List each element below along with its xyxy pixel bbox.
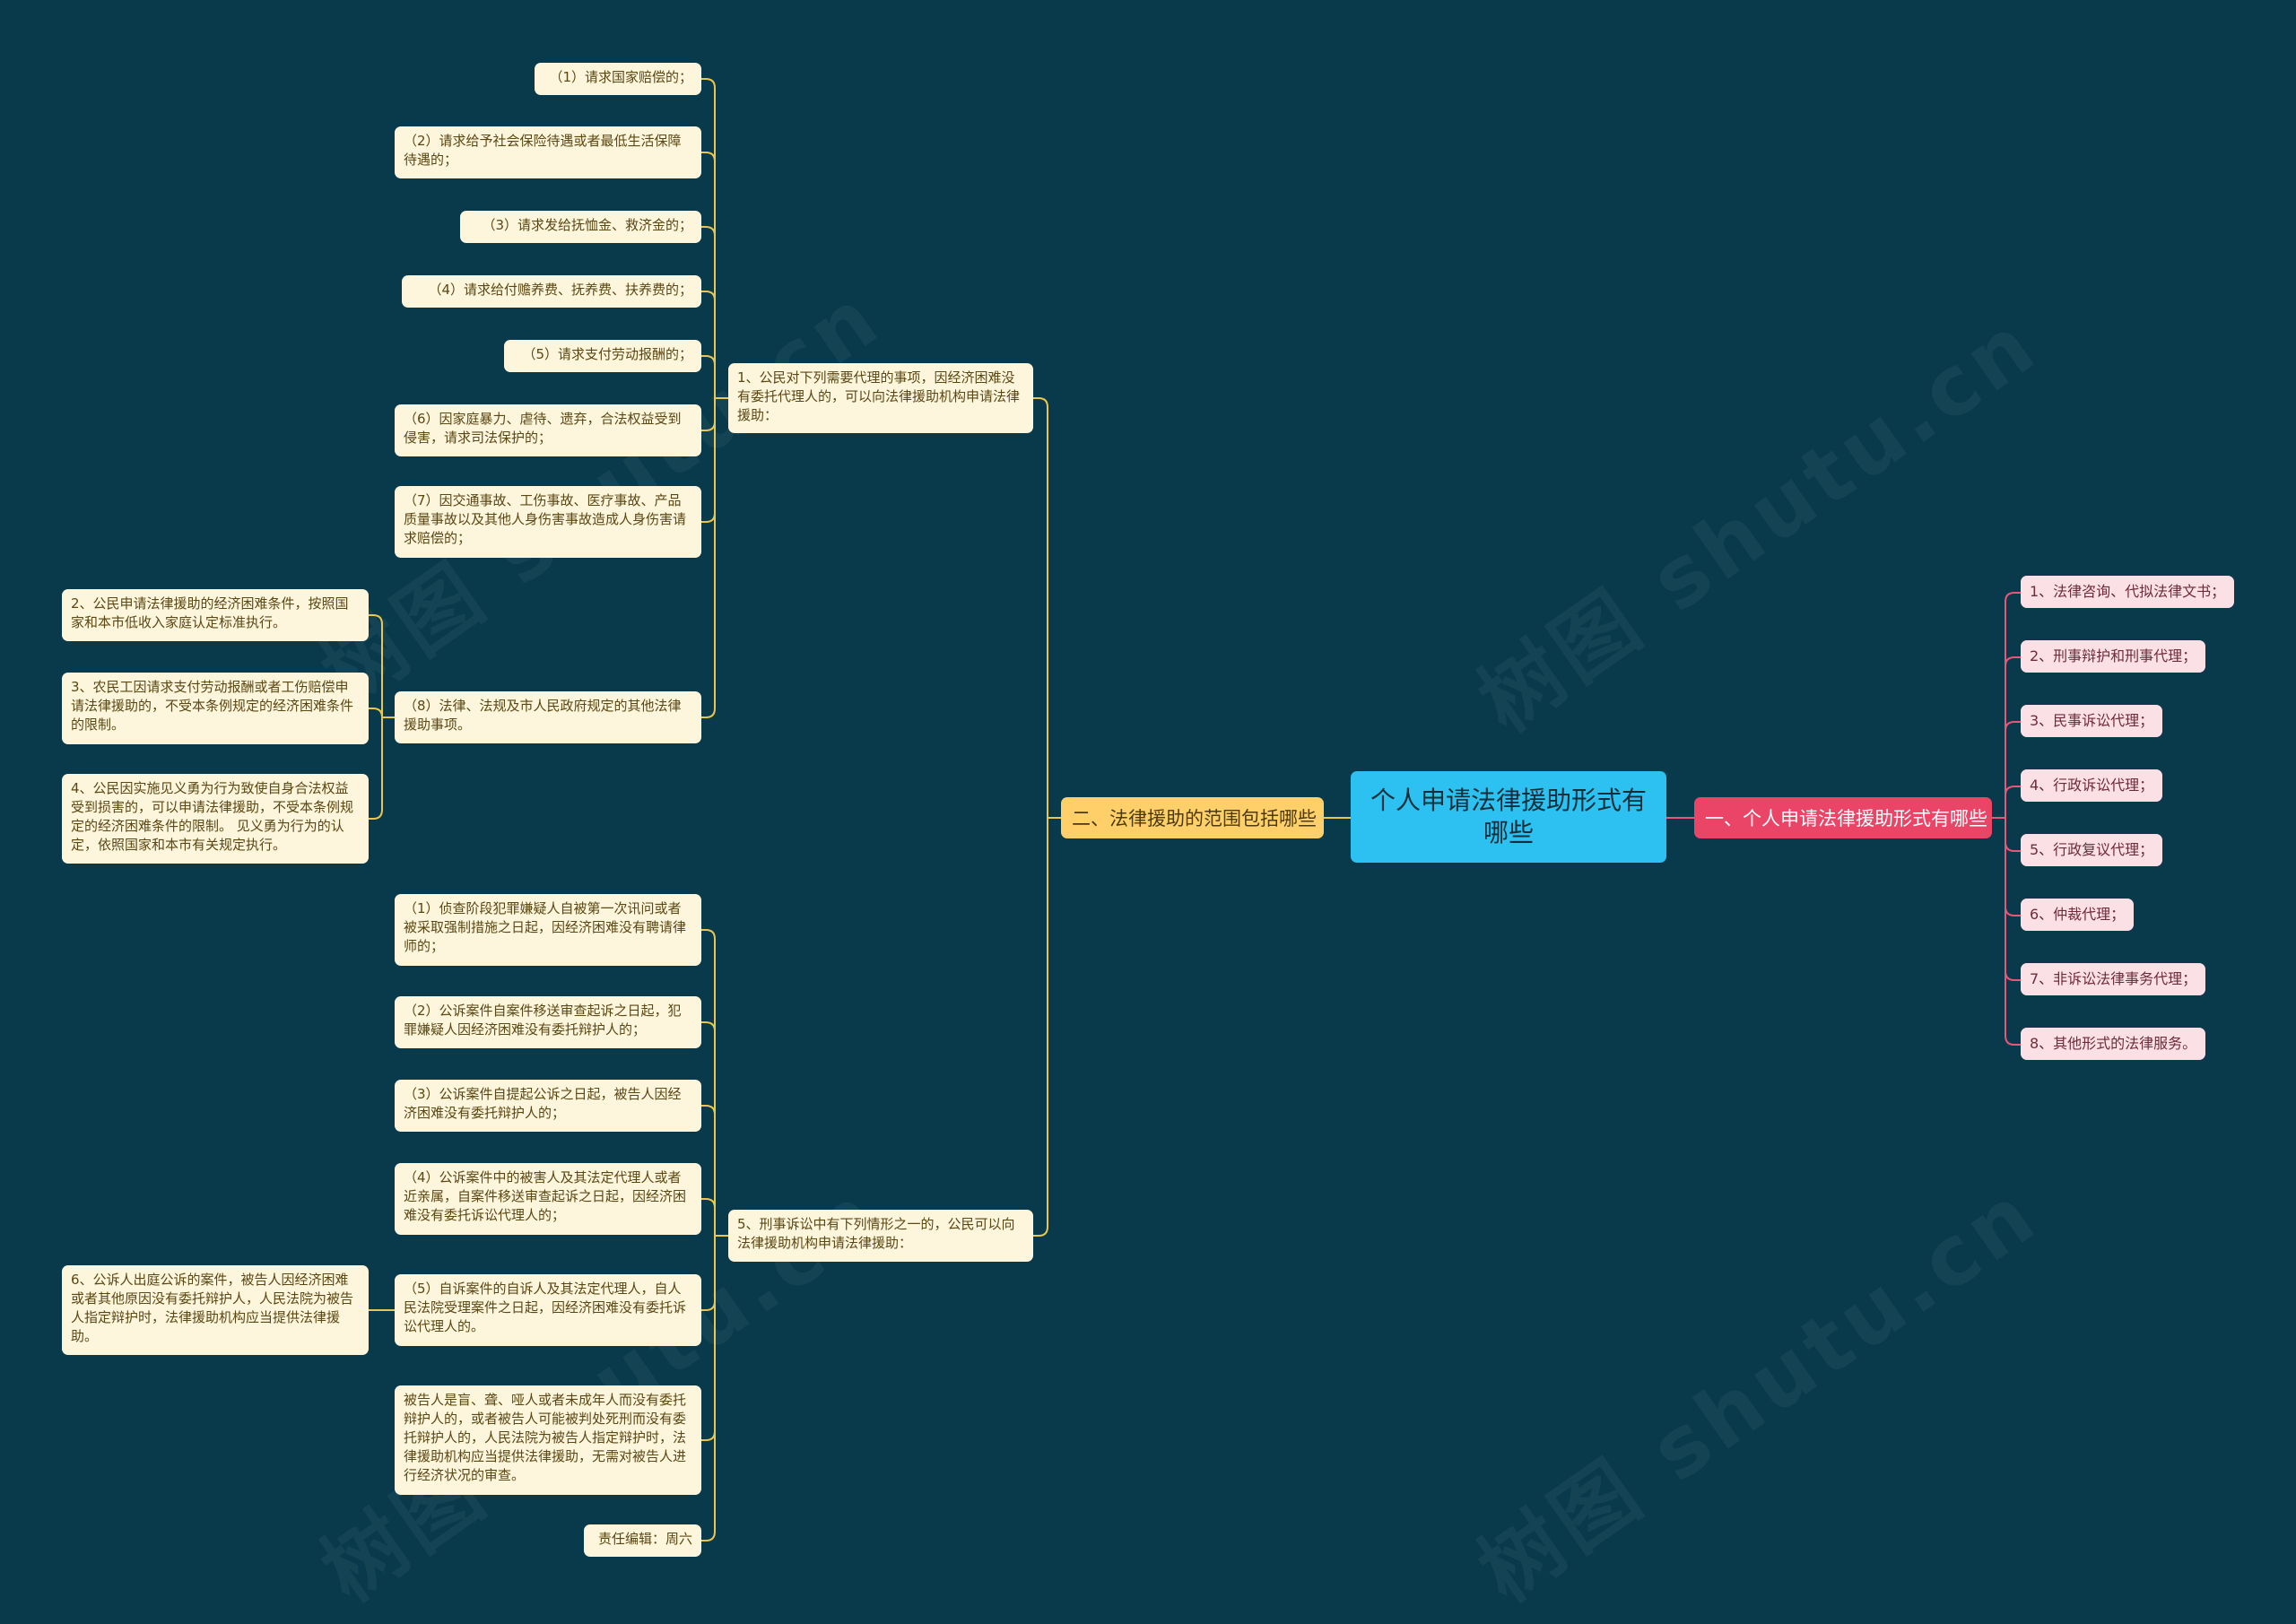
clause-1-item[interactable]: （3）请求发给抚恤金、救济金的； xyxy=(460,211,701,243)
left-branch-topic[interactable]: 二、法律援助的范围包括哪些 xyxy=(1061,797,1324,838)
clause-5-item-5[interactable]: （5）自诉案件的自诉人及其法定代理人，自人民法院受理案件之日起，因经济困难没有委… xyxy=(395,1274,701,1346)
right-branch-item[interactable]: 8、其他形式的法律服务。 xyxy=(2021,1028,2206,1060)
right-branch-item[interactable]: 3、民事诉讼代理； xyxy=(2021,705,2163,737)
connector-line xyxy=(701,78,716,398)
right-branch-item[interactable]: 1、法律咨询、代拟法律文书； xyxy=(2021,576,2235,608)
clause-1-item[interactable]: （1）请求国家赔偿的； xyxy=(535,63,701,95)
central-topic[interactable]: 个人申请法律援助形式有哪些 xyxy=(1351,771,1666,863)
connector-line xyxy=(369,717,383,820)
connector-line xyxy=(2005,786,2021,818)
clause-sub-item[interactable]: 6、公诉人出庭公诉的案件，被告人因经济困难或者其他原因没有委托辩护人，人民法院为… xyxy=(62,1265,369,1355)
connector-line xyxy=(701,398,716,718)
clause-1-node[interactable]: 1、公民对下列需要代理的事项，因经济困难没有委托代理人的，可以向法律援助机构申请… xyxy=(728,363,1033,433)
clause-5-item[interactable]: （3）公诉案件自提起公诉之日起，被告人因经济困难没有委托辩护人的； xyxy=(395,1080,701,1132)
connector-line xyxy=(2005,656,2021,818)
clause-sub-item[interactable]: 3、农民工因请求支付劳动报酬或者工伤赔偿申请法律援助的，不受本条例规定的经济困难… xyxy=(62,673,369,744)
connector-line xyxy=(701,1198,716,1236)
connector-line xyxy=(2005,592,2021,818)
connector-line xyxy=(369,614,383,717)
connector-line xyxy=(2005,818,2021,916)
connector-line xyxy=(701,152,716,398)
editor-credit: 责任编辑：周六 xyxy=(584,1524,701,1557)
connector-line xyxy=(1033,818,1048,1237)
clause-sub-item[interactable]: 4、公民因实施见义勇为行为致使自身合法权益受到损害的，可以申请法律援助，不受本条… xyxy=(62,774,369,864)
right-branch-item[interactable]: 6、仲裁代理； xyxy=(2021,899,2135,931)
connector-line xyxy=(2005,818,2021,981)
clause-sub-item[interactable]: 2、公民申请法律援助的经济困难条件，按照国家和本市低收入家庭认定标准执行。 xyxy=(62,589,369,641)
clause-1-item-8[interactable]: （8）法律、法规及市人民政府规定的其他法律援助事项。 xyxy=(395,691,701,743)
connector-line xyxy=(701,1236,716,1541)
right-branch-item[interactable]: 7、非诉讼法律事务代理； xyxy=(2021,963,2206,995)
clause-5-item[interactable]: （1）侦查阶段犯罪嫌疑人自被第一次讯问或者被采取强制措施之日起，因经济困难没有聘… xyxy=(395,894,701,966)
connector-line xyxy=(2005,818,2021,852)
clause-5-item[interactable]: （4）公诉案件中的被害人及其法定代理人或者近亲属，自案件移送审查起诉之日起，因经… xyxy=(395,1163,701,1235)
clause-1-item[interactable]: （2）请求给予社会保险待遇或者最低生活保障待遇的； xyxy=(395,126,701,178)
connector-line xyxy=(701,226,716,398)
right-branch-item[interactable]: 2、刑事辩护和刑事代理； xyxy=(2021,640,2206,673)
connector-line xyxy=(1033,397,1048,818)
connector-line xyxy=(701,1021,716,1236)
connector-line xyxy=(369,708,383,718)
connector-line xyxy=(701,355,716,398)
connector-line xyxy=(701,929,716,1236)
right-branch-item[interactable]: 4、行政诉讼代理； xyxy=(2021,769,2163,802)
connector-line xyxy=(701,291,716,398)
right-branch-topic[interactable]: 一、个人申请法律援助形式有哪些 xyxy=(1694,797,1992,838)
clause-1-item[interactable]: （7）因交通事故、工伤事故、医疗事故、产品质量事故以及其他人身伤害事故造成人身伤… xyxy=(395,486,701,558)
clause-5-node[interactable]: 5、刑事诉讼中有下列情形之一的，公民可以向法律援助机构申请法律援助： xyxy=(728,1210,1033,1262)
right-branch-item[interactable]: 5、行政复议代理； xyxy=(2021,834,2163,866)
clause-5-item[interactable]: （2）公诉案件自案件移送审查起诉之日起，犯罪嫌疑人因经济困难没有委托辩护人的； xyxy=(395,996,701,1048)
clause-1-item[interactable]: （4）请求给付赡养费、抚养费、扶养费的； xyxy=(402,275,701,308)
connector-line xyxy=(2005,721,2021,818)
connector-line xyxy=(2005,818,2021,1046)
clause-1-item[interactable]: （6）因家庭暴力、虐待、遗弃，合法权益受到侵害，请求司法保护的； xyxy=(395,404,701,456)
clause-1-item[interactable]: （5）请求支付劳动报酬的； xyxy=(504,340,701,372)
connector-line xyxy=(701,1105,716,1236)
clause-5-item[interactable]: 被告人是盲、聋、哑人或者未成年人而没有委托辩护人的，或者被告人可能被判处死刑而没… xyxy=(395,1385,701,1495)
